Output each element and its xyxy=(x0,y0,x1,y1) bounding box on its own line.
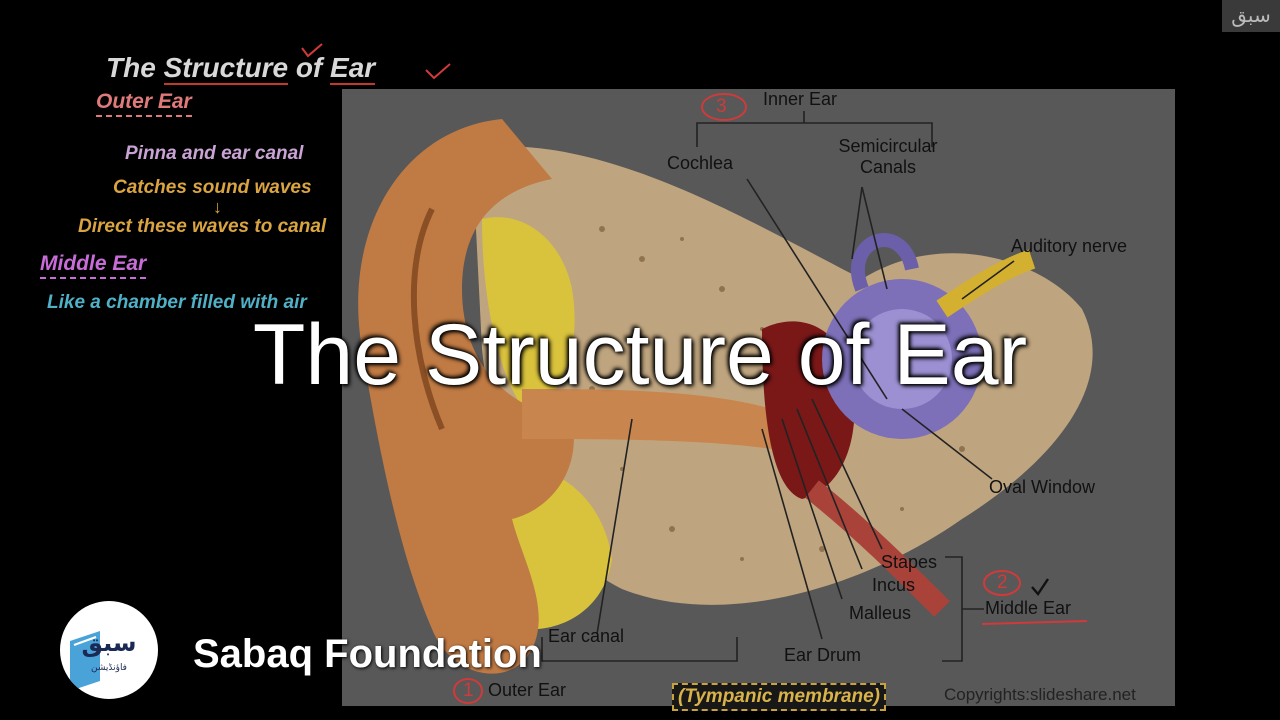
corner-watermark: سبق xyxy=(1222,0,1280,32)
logo-text: سبق xyxy=(81,629,137,657)
label-semicircular: Semicircular Canals xyxy=(826,136,950,178)
mark-inner: 3 xyxy=(716,96,727,117)
mark-outer: 1 xyxy=(463,680,474,701)
outer-ear-heading: Outer Ear xyxy=(96,90,192,117)
label-outer-ear: Outer Ear xyxy=(488,680,567,700)
note-catches: Catches sound waves xyxy=(113,177,312,198)
label-semicircular-line1: Semicircular xyxy=(838,136,938,156)
mark-middle: 2 xyxy=(997,572,1008,593)
label-ear-canal: Ear canal xyxy=(548,626,625,646)
label-tympanic-membrane: (Tympanic membrane) xyxy=(672,683,887,711)
note-chamber: Like a chamber filled with air xyxy=(47,292,307,313)
notes-title-ear: Ear xyxy=(330,52,376,85)
label-oval-window: Oval Window xyxy=(989,477,1096,497)
fat-tissue-upper xyxy=(482,217,575,419)
label-middle-ear: Middle Ear xyxy=(985,598,1072,618)
note-pinna: Pinna and ear canal xyxy=(125,143,304,164)
middle-ear-heading: Middle Ear xyxy=(40,252,147,279)
check-icon xyxy=(1031,578,1049,596)
check-icon xyxy=(425,63,451,80)
video-title: The Structure of Ear xyxy=(252,307,1028,403)
logo-subtext: فاؤنڈیشن xyxy=(90,663,127,673)
notes-title-of: of xyxy=(295,52,323,83)
label-inner-ear: Inner Ear xyxy=(763,89,838,109)
note-direct: Direct these waves to canal xyxy=(78,216,327,237)
label-stapes: Stapes xyxy=(881,552,938,572)
ear-illustration xyxy=(358,93,1093,704)
copyright-text: Copyrights:slideshare.net xyxy=(944,685,1136,704)
label-cochlea: Cochlea xyxy=(667,153,734,173)
label-incus: Incus xyxy=(872,575,916,595)
brand-name: Sabaq Foundation xyxy=(193,632,542,676)
pinna xyxy=(358,119,574,674)
label-leaders xyxy=(541,111,1015,662)
number-marks xyxy=(453,93,1088,704)
book-icon xyxy=(70,631,100,691)
notes-title-the: The xyxy=(106,52,156,83)
notes-title: The Structure of Ear xyxy=(106,52,376,85)
label-malleus: Malleus xyxy=(849,603,912,623)
label-ear-drum: Ear Drum xyxy=(784,645,862,665)
ear-diagram xyxy=(342,89,1175,706)
check-icon xyxy=(301,43,323,58)
helix-fold xyxy=(410,207,445,431)
label-auditory-nerve: Auditory nerve xyxy=(1011,236,1128,256)
ear-canal-shape xyxy=(522,389,772,449)
sabaq-logo: سبق فاؤنڈیشن xyxy=(60,601,158,699)
down-arrow-icon: ↓ xyxy=(213,197,222,217)
eustachian-tube xyxy=(805,480,950,617)
notes-title-structure: Structure xyxy=(163,52,289,85)
label-semicircular-line2: Canals xyxy=(859,157,917,177)
